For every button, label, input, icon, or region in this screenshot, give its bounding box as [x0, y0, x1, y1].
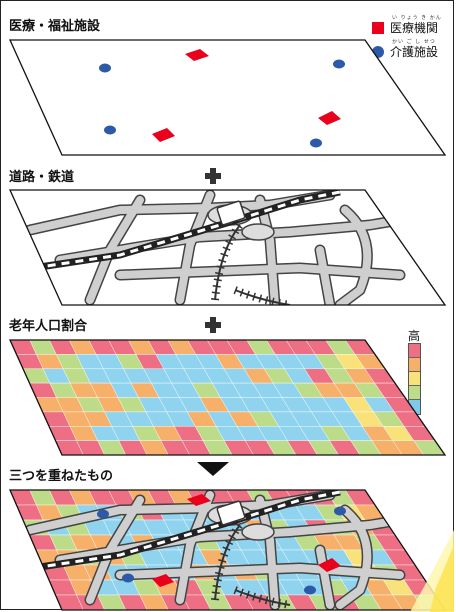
- grid-cell: [97, 594, 127, 610]
- color-scale: [408, 343, 421, 415]
- grid-cell: [371, 594, 403, 610]
- care-facility-marker: [104, 125, 116, 135]
- grid-cell: [76, 440, 105, 455]
- panel-title-elderly: 老年人口割合: [9, 319, 88, 334]
- arrow-down-icon: [197, 462, 229, 476]
- grid-cell: [265, 440, 297, 455]
- grid-cell: [371, 440, 403, 455]
- legend: い りょう き かん 医療機関 かい ご し せつ 介護施設: [372, 15, 442, 59]
- grid-cell: [244, 440, 276, 455]
- grid-cell: [350, 440, 382, 455]
- care-facility-marker: [122, 573, 134, 583]
- light-beam-shape: [430, 545, 454, 612]
- medical-facility-marker: [318, 111, 341, 125]
- grid-cell: [223, 440, 254, 455]
- scale-swatch: [409, 372, 420, 386]
- medical-facility-marker: [152, 128, 175, 142]
- care-facility-marker: [334, 506, 346, 516]
- care-facility-marker: [97, 509, 109, 519]
- elderly-plane-border: [8, 339, 447, 456]
- grid-cell: [139, 440, 169, 455]
- medical-facility-marker: [187, 494, 211, 506]
- care-facility-marker: [333, 59, 345, 69]
- care-facility-marker: [304, 585, 316, 595]
- facility-markers: [99, 49, 345, 148]
- grid-cell: [308, 440, 339, 455]
- grid-cell: [202, 594, 233, 610]
- panel-title-roads: 道路・鉄道: [9, 170, 75, 185]
- plus-icon: [205, 317, 221, 333]
- panel-title-overlay: 三つを重ねたもの: [9, 469, 114, 484]
- grid-cell: [97, 440, 127, 455]
- elderly-ratio-grid: [10, 340, 445, 455]
- grid-cell: [139, 594, 169, 610]
- grid-cell: [392, 440, 425, 455]
- scale-swatch: [409, 344, 420, 358]
- scale-label-high: 高: [408, 329, 421, 343]
- legend-ruby-care: かい ご し せつ: [392, 39, 436, 45]
- roads-plane-border: [8, 189, 447, 306]
- care-facility-marker: [310, 138, 322, 148]
- grid-cell: [160, 440, 191, 455]
- medical-facility-marker: [185, 49, 209, 61]
- medical-facility-marker: [152, 574, 174, 587]
- grid-cell: [118, 440, 148, 455]
- grid-cell: [181, 594, 212, 610]
- care-facility-marker: [99, 63, 111, 73]
- panel-title-facilities: 医療・福祉施設: [9, 19, 101, 34]
- grid-cell: [329, 440, 361, 455]
- medical-square-icon: [372, 22, 384, 34]
- legend-label-care: 介護施設: [390, 45, 439, 59]
- scale-swatch: [409, 400, 420, 414]
- grid-cell: [181, 440, 212, 455]
- medical-facility-marker: [318, 558, 341, 572]
- plus-icon: [205, 168, 221, 184]
- scale-swatch: [409, 386, 420, 400]
- grid-cell: [287, 594, 318, 610]
- legend-label-medical: 医療機関: [390, 21, 439, 35]
- grid-cell: [350, 594, 382, 610]
- facilities-plane: [8, 39, 447, 156]
- grid-cell: [202, 440, 233, 455]
- grid-cell: [287, 440, 318, 455]
- grid-cell: [118, 594, 148, 610]
- grid-cell: [223, 594, 254, 610]
- legend-ruby-medical: い りょう き かん: [392, 15, 442, 21]
- overlay-markers: [97, 494, 346, 595]
- scale-swatch: [409, 358, 420, 372]
